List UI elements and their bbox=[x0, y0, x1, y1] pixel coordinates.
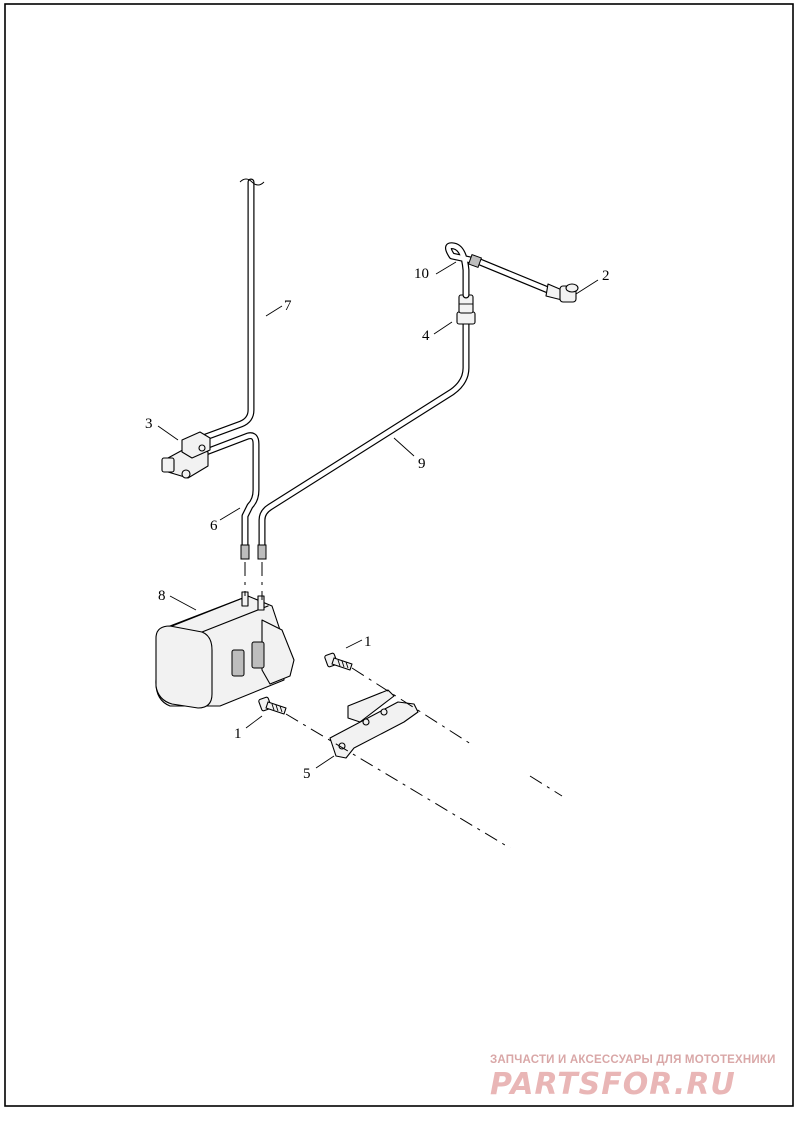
hose-10 bbox=[445, 242, 552, 299]
screw-1-upper bbox=[324, 652, 353, 671]
valve-3 bbox=[161, 431, 211, 479]
vapor-canister-8 bbox=[155, 591, 295, 709]
callout-3: 3 bbox=[145, 416, 153, 432]
hose-7 bbox=[199, 178, 265, 442]
leader-lines bbox=[157, 261, 599, 769]
screw-1-lower bbox=[258, 696, 287, 715]
watermark-logo: PARTSFOR.RU bbox=[490, 1067, 736, 1102]
bracket-5 bbox=[329, 689, 419, 759]
hose-9 bbox=[257, 318, 470, 560]
callout-6: 6 bbox=[210, 518, 218, 534]
fitting-4 bbox=[456, 294, 476, 325]
page-frame bbox=[4, 3, 794, 1107]
callout-2: 2 bbox=[602, 268, 610, 284]
hose-6 bbox=[202, 432, 260, 560]
callout-9: 9 bbox=[418, 456, 426, 472]
callout-10: 10 bbox=[414, 266, 429, 282]
watermark-tagline: ЗАПЧАСТИ И АКСЕССУАРЫ ДЛЯ МОТОТЕХНИКИ bbox=[490, 1054, 776, 1066]
assembly-centerlines bbox=[244, 562, 563, 849]
callout-1-upper: 1 bbox=[364, 634, 372, 650]
elbow-fitting-2 bbox=[545, 283, 579, 303]
callout-5: 5 bbox=[303, 766, 311, 782]
callout-8: 8 bbox=[158, 588, 166, 604]
callout-4: 4 bbox=[422, 328, 430, 344]
callout-1-lower: 1 bbox=[234, 726, 242, 742]
callout-7: 7 bbox=[284, 298, 292, 314]
